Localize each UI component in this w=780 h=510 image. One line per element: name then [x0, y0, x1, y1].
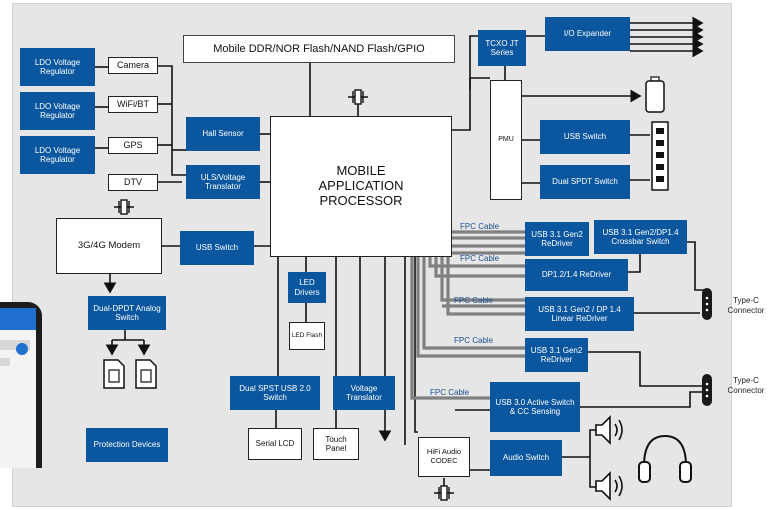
usb31-gen2-redriver-1: USB 3.1 Gen2 ReDriver — [525, 222, 589, 256]
dual-spdt-switch: Dual SPDT Switch — [540, 165, 630, 199]
fpc-cable-label: FPC Cable — [460, 254, 500, 263]
type-c-plug-icon — [702, 288, 712, 320]
type-c-connector-label: Type-C Connector — [727, 296, 765, 315]
wifi-bt-block: WiFi/BT — [108, 96, 158, 113]
usb31-dp14-linear-redriver: USB 3.1 Gen2 / DP 1.4 Linear ReDriver — [525, 297, 634, 331]
touch-panel: Touch Panel — [313, 428, 359, 460]
usb31-gen2-redriver-2: USB 3.1 Gen2 ReDriver — [525, 338, 588, 372]
led-flash: LED Flash — [289, 322, 325, 350]
ldo-regulator-3: LDO Voltage Regulator — [20, 136, 95, 174]
dp-redriver: DP1.2/1.4 ReDriver — [525, 259, 628, 291]
memory-interfaces-title: Mobile DDR/NOR Flash/NAND Flash/GPIO — [183, 35, 455, 63]
camera-block: Camera — [108, 57, 158, 74]
headphones-icon — [638, 434, 692, 483]
battery-icon — [645, 76, 665, 113]
serial-lcd: Serial LCD — [248, 428, 302, 460]
voltage-translator: Voltage Translator — [333, 376, 395, 410]
gps-block: GPS — [108, 137, 158, 154]
usb-switch-right: USB Switch — [540, 120, 630, 154]
pmu: PMU — [490, 80, 522, 200]
mobile-application-processor: MOBILE APPLICATION PROCESSOR — [270, 116, 452, 257]
usb-switch-left: USB Switch — [180, 231, 254, 265]
hifi-audio-codec: HiFi Audio CODEC — [418, 437, 470, 477]
speaker-icon — [595, 415, 623, 445]
sim-card-icon — [135, 359, 157, 389]
usb30-active-switch-cc: USB 3.0 Active Switch & CC Sensing — [490, 382, 580, 432]
speaker-icon — [595, 471, 623, 501]
usb-port-icon — [651, 121, 669, 191]
fpc-cable-label: FPC Cable — [430, 388, 470, 397]
modem-3g-4g: 3G/4G Modem — [56, 218, 162, 274]
hall-sensor: Hall Sensor — [186, 117, 260, 151]
fpc-cable-label: FPC Cable — [454, 296, 494, 305]
type-c-plug-icon — [702, 374, 712, 406]
led-drivers: LED Drivers — [288, 272, 326, 303]
crystal-icon — [114, 199, 134, 215]
dual-dpdt-analog-switch: Dual-DPDT Analog Switch — [88, 296, 166, 330]
io-expander: I/O Expander — [545, 17, 630, 51]
type-c-connector-label: Type-C Connector — [727, 376, 765, 395]
dtv-block: DTV — [108, 174, 158, 191]
usb31-dp14-crossbar-switch: USB 3.1 Gen2/DP1.4 Crossbar Switch — [594, 220, 687, 254]
crystal-icon — [348, 89, 368, 105]
smartphone-icon — [0, 302, 42, 468]
fpc-cable-label: FPC Cable — [460, 222, 500, 231]
dual-spst-usb20-switch: Dual SPST USB 2.0 Switch — [230, 376, 320, 410]
fpc-cable-label: FPC Cable — [454, 336, 494, 345]
sim-card-icon — [103, 359, 125, 389]
crystal-icon — [434, 485, 454, 501]
audio-switch: Audio Switch — [490, 440, 562, 476]
uls-voltage-translator: ULS/Voltage Translator — [186, 165, 260, 199]
ldo-regulator-1: LDO Voltage Regulator — [20, 48, 95, 86]
tcxo-jt-series: TCXO JT Series — [478, 30, 526, 66]
ldo-regulator-2: LDO Voltage Regulator — [20, 92, 95, 130]
protection-devices: Protection Devices — [86, 428, 168, 462]
